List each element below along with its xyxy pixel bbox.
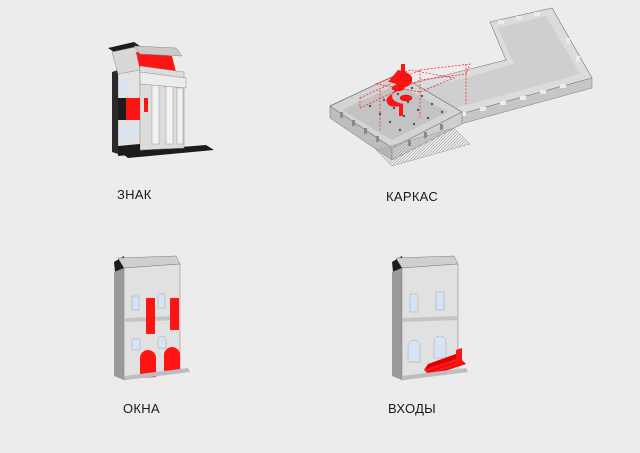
red-arch-door-right <box>164 347 180 375</box>
window-upper-right <box>435 291 445 311</box>
side-wall-2 <box>392 268 402 380</box>
spiral-steps <box>391 74 413 102</box>
side-wall <box>114 268 124 380</box>
tower-dark-side <box>112 70 118 154</box>
base-plinth-2 <box>402 368 468 380</box>
red-entrance-canopy <box>456 348 462 364</box>
column-3 <box>176 87 184 145</box>
tower-window-lower-2 <box>130 124 137 138</box>
window-upper-1 <box>131 295 140 311</box>
ground-plate <box>120 145 214 158</box>
tower-window-lower-1 <box>120 126 127 140</box>
entablature <box>139 71 187 89</box>
red-blade-sign <box>144 98 148 112</box>
window-upper-3 <box>157 293 166 309</box>
caption-windows: ОКНА <box>123 401 160 416</box>
tower-top <box>108 42 140 52</box>
l-wing-courtyard <box>392 16 580 120</box>
arch-window-3 <box>157 335 167 349</box>
red-vertical-sign <box>126 98 140 120</box>
windows-building-diagram <box>114 255 190 381</box>
arch-window-lower-left <box>407 339 421 363</box>
tower-base <box>118 144 140 156</box>
entrances-building-diagram <box>392 255 468 381</box>
hall-courtyard <box>342 84 448 140</box>
entrance-stairs <box>375 127 471 167</box>
frame-columns-grid <box>368 86 444 132</box>
wing-battlements <box>460 12 580 116</box>
sign-building-diagram <box>108 42 214 158</box>
arch-window-lower-right <box>433 335 447 359</box>
caption-entrances: ВХОДЫ <box>388 401 436 416</box>
red-window-center <box>146 298 155 334</box>
cornice-band-2 <box>402 316 458 322</box>
tower-window-upper <box>120 80 127 92</box>
frame-complex-diagram <box>329 7 593 167</box>
column-2 <box>165 85 174 145</box>
column-1 <box>151 83 160 145</box>
hall-cornice-marks <box>340 112 443 146</box>
canopy-roof <box>133 45 183 57</box>
red-arch-door-left <box>140 350 156 378</box>
red-entrance-landing <box>424 354 460 370</box>
arch-window-1 <box>131 337 141 351</box>
red-window-right <box>170 298 179 330</box>
caption-frame: КАРКАС <box>386 189 439 204</box>
caption-sign: ЗНАК <box>117 187 152 202</box>
sign-dark-panel <box>118 98 126 120</box>
window-upper-left <box>409 293 419 313</box>
base-plinth <box>124 368 190 380</box>
